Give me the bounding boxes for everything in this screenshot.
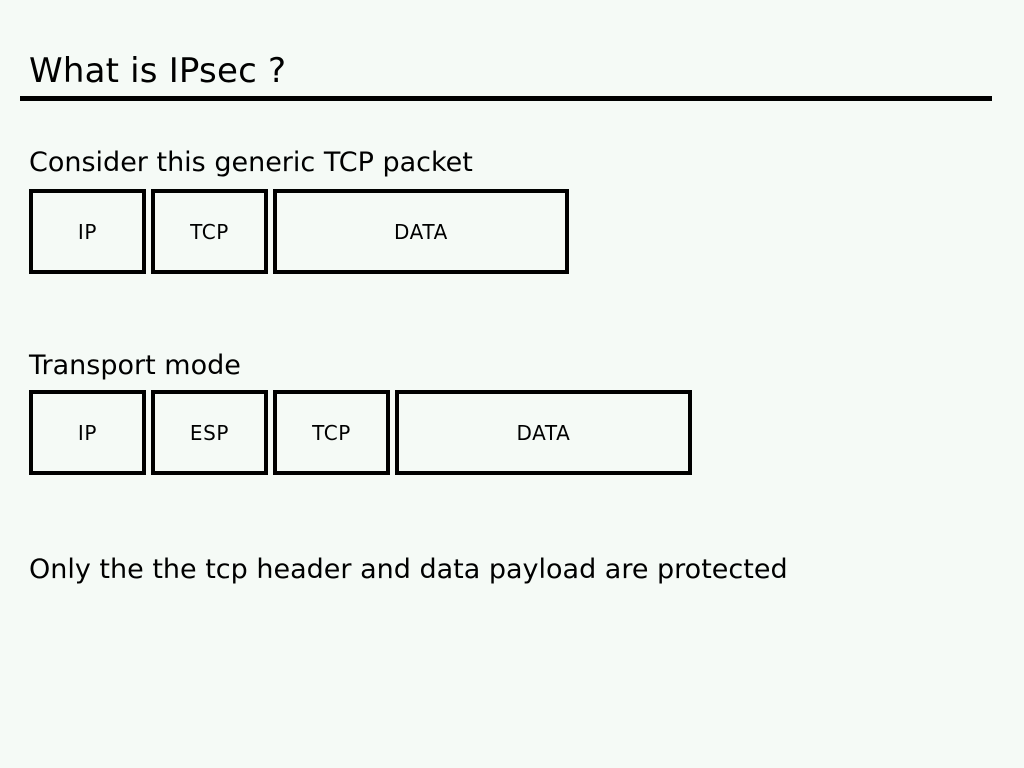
transport-packet-field-data: DATA xyxy=(395,390,692,475)
packet-field-label: IP xyxy=(77,219,98,244)
packet-field-label: DATA xyxy=(394,219,448,244)
transport-mode-caption: Transport mode xyxy=(29,350,241,381)
packet-field-label: ESP xyxy=(189,420,230,445)
generic-packet-diagram: IP TCP DATA xyxy=(29,189,569,274)
packet-field-ip: IP xyxy=(29,189,146,274)
packet-field-label: DATA xyxy=(516,420,571,445)
transport-packet-field-tcp: TCP xyxy=(273,390,390,475)
generic-packet-caption: Consider this generic TCP packet xyxy=(29,147,473,178)
packet-field-label: IP xyxy=(77,420,98,445)
title-underline-rule xyxy=(20,96,992,101)
packet-field-data: DATA xyxy=(273,189,569,274)
transport-packet-field-ip: IP xyxy=(29,390,146,475)
transport-packet-field-esp: ESP xyxy=(151,390,268,475)
packet-field-label: TCP xyxy=(190,219,229,244)
packet-field-label: TCP xyxy=(312,420,351,445)
transport-mode-packet-diagram: IP ESP TCP DATA xyxy=(29,390,692,475)
packet-field-tcp: TCP xyxy=(151,189,268,274)
protection-note: Only the the tcp header and data payload… xyxy=(29,554,788,585)
page-title: What is IPsec ? xyxy=(29,51,287,91)
